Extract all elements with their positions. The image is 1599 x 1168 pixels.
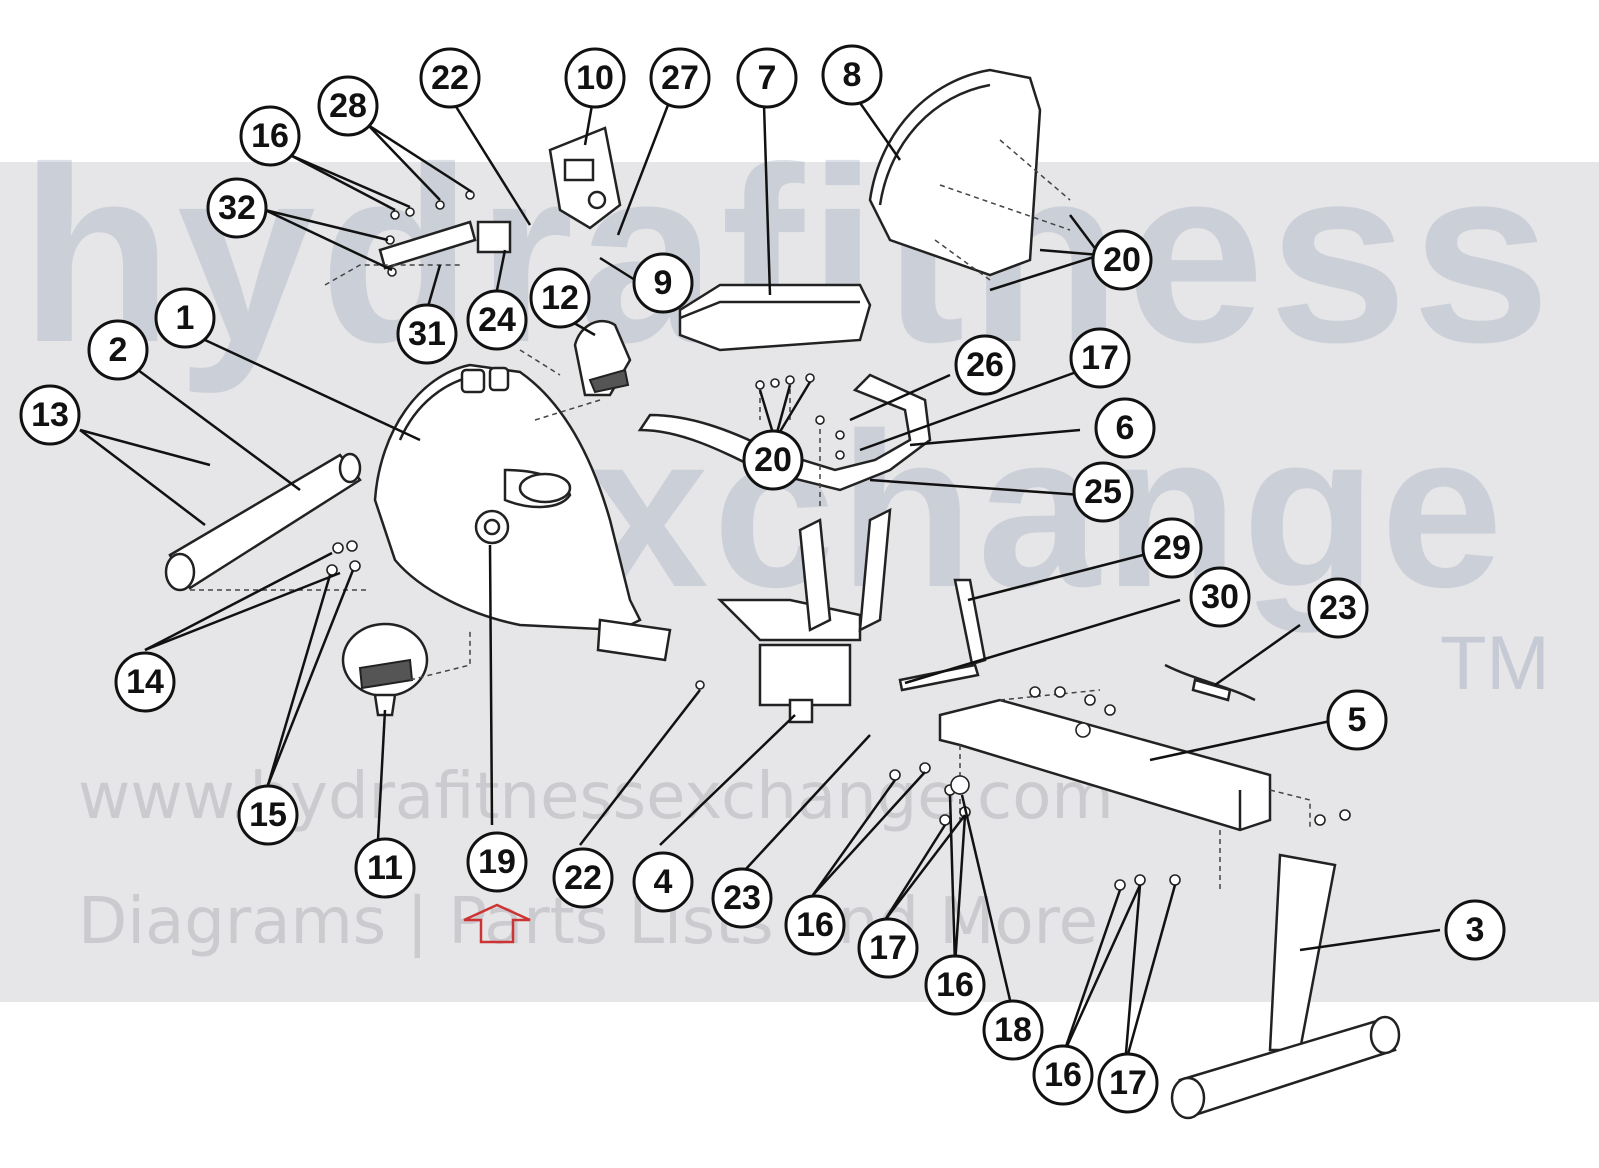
up-arrow-icon (463, 903, 531, 944)
callout-27: 27 (649, 47, 711, 109)
leader-lines (79, 99, 1441, 1066)
callout-16-top: 16 (239, 105, 301, 167)
callout-20-seat: 20 (742, 429, 804, 491)
callout-label: 11 (367, 849, 403, 887)
callout-28: 28 (317, 75, 379, 137)
callout-label: 25 (1084, 473, 1122, 511)
callout-23-cable: 23 (1307, 577, 1369, 639)
callout-label: 28 (329, 87, 367, 125)
callout-2: 2 (87, 319, 149, 381)
part-right-pedal (573, 319, 632, 397)
callout-1: 1 (154, 287, 216, 349)
callout-label: 20 (754, 441, 792, 479)
callout-label: 18 (994, 1011, 1032, 1049)
callout-20-backrest: 20 (1091, 229, 1153, 291)
callout-label: 26 (966, 346, 1004, 384)
callout-label: 31 (408, 315, 446, 353)
watermark-trademark: TM (1440, 621, 1550, 706)
callout-label: 8 (843, 56, 862, 94)
callout-label: 13 (31, 396, 69, 434)
callout-label: 19 (478, 843, 516, 881)
part-handlebar-bracket (378, 220, 512, 270)
callout-label: 16 (796, 906, 834, 944)
callout-19: 19 (466, 831, 528, 893)
callout-label: 16 (936, 966, 974, 1004)
part-rear-stabilizer (1170, 853, 1401, 1120)
callout-5: 5 (1326, 689, 1388, 751)
callout-label: 27 (661, 59, 699, 97)
callout-9: 9 (632, 252, 694, 314)
callout-24: 24 (466, 289, 528, 351)
callout-label: 32 (218, 189, 256, 227)
part-left-pedal (341, 622, 429, 717)
callout-label: 30 (1201, 578, 1239, 616)
part-seat-post (716, 507, 892, 724)
callout-32: 32 (206, 177, 268, 239)
callout-label: 17 (1081, 339, 1119, 377)
callout-label: 23 (723, 879, 761, 917)
callout-label: 29 (1153, 529, 1191, 567)
callout-label: 16 (251, 117, 289, 155)
callout-17-beam: 17 (857, 917, 919, 979)
callout-30: 30 (1189, 566, 1251, 628)
callout-4: 4 (632, 851, 694, 913)
part-console (548, 126, 622, 230)
part-seat-cushion (678, 283, 872, 352)
callout-label: 5 (1348, 701, 1367, 739)
assembly-guide-lines (190, 139, 1311, 890)
callout-15: 15 (237, 784, 299, 846)
callout-22-top: 22 (419, 47, 481, 109)
callout-31: 31 (396, 303, 458, 365)
callout-label: 9 (654, 264, 673, 302)
callout-label: 6 (1116, 409, 1135, 447)
callout-17-handle: 17 (1069, 327, 1131, 389)
part-front-extension-tube (596, 618, 672, 662)
callout-14: 14 (114, 651, 176, 713)
callout-label: 14 (126, 663, 164, 701)
callout-16-mid: 16 (924, 954, 986, 1016)
callout-16-rear: 16 (1032, 1044, 1094, 1106)
callout-26: 26 (954, 334, 1016, 396)
part-main-beam (938, 698, 1272, 832)
callout-22-bottom: 22 (552, 847, 614, 909)
callout-6: 6 (1094, 397, 1156, 459)
callout-7: 7 (736, 47, 798, 109)
part-backrest (868, 68, 1042, 277)
callout-label: 10 (576, 59, 614, 97)
callout-label: 16 (1044, 1056, 1082, 1094)
callout-11: 11 (354, 837, 416, 899)
callout-label: 22 (564, 859, 602, 897)
callout-18: 18 (982, 999, 1044, 1061)
callout-10: 10 (564, 47, 626, 109)
part-cable (1164, 663, 1256, 702)
part-main-frame-shroud (373, 363, 642, 632)
callout-label: 20 (1103, 241, 1141, 279)
callout-16-beam: 16 (784, 894, 846, 956)
callout-25: 25 (1072, 461, 1134, 523)
callout-3: 3 (1444, 899, 1506, 961)
callout-label: 4 (654, 863, 673, 901)
part-adjust-lever (898, 578, 987, 692)
callout-17-rear: 17 (1097, 1052, 1159, 1114)
callout-12: 12 (529, 267, 591, 329)
callout-label: 17 (1109, 1064, 1147, 1102)
callout-label: 15 (249, 796, 287, 834)
callout-label: 3 (1466, 911, 1485, 949)
callout-label: 12 (541, 279, 579, 317)
callout-label: 7 (758, 59, 777, 97)
callout-23-bottom: 23 (711, 867, 773, 929)
part-front-stabilizer (164, 452, 362, 592)
callout-label: 1 (176, 299, 195, 337)
callout-label: 24 (478, 301, 516, 339)
callout-label: 17 (869, 929, 907, 967)
callout-13: 13 (19, 384, 81, 446)
hardware-bolts (326, 190, 1351, 891)
callout-label: 23 (1319, 589, 1357, 627)
callout-label: 22 (431, 59, 469, 97)
callout-29: 29 (1141, 517, 1203, 579)
callout-8: 8 (821, 44, 883, 106)
callout-label: 2 (109, 331, 128, 369)
